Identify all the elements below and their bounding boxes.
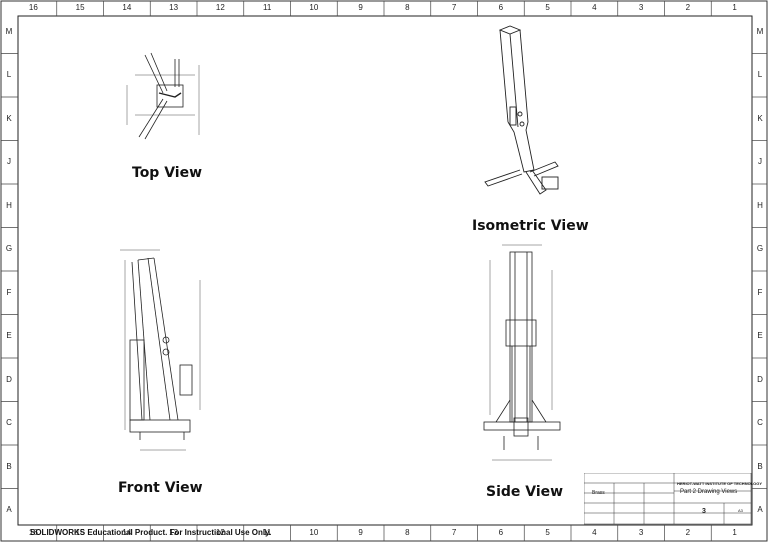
column-label-15: 15: [75, 528, 85, 537]
column-label-10: 10: [309, 3, 319, 12]
column-label-9: 9: [358, 3, 363, 12]
column-label-5: 5: [545, 528, 550, 537]
title-block-material: Brass: [592, 490, 605, 496]
column-label-1: 1: [732, 528, 737, 537]
row-label-G: G: [5, 244, 13, 254]
row-label-A: A: [6, 505, 12, 515]
column-label-9: 9: [358, 528, 363, 537]
column-label-12: 12: [215, 3, 225, 12]
row-label-C: C: [6, 418, 12, 428]
row-label-J: J: [758, 157, 762, 167]
column-label-14: 14: [122, 3, 132, 12]
row-label-D: D: [6, 374, 12, 384]
column-label-2: 2: [685, 528, 691, 537]
title-block-sheet-number: 3: [702, 508, 706, 515]
row-label-D: D: [757, 374, 763, 384]
row-label-L: L: [757, 70, 763, 80]
row-label-M: M: [756, 26, 764, 36]
title-block: [584, 473, 752, 525]
column-label-6: 6: [498, 528, 504, 537]
row-label-L: L: [6, 70, 12, 80]
side-view-drawing: [483, 244, 561, 461]
column-label-2: 2: [685, 3, 691, 12]
row-label-M: M: [5, 26, 13, 36]
column-label-6: 6: [498, 3, 504, 12]
column-label-16: 16: [28, 3, 38, 12]
row-label-C: C: [757, 418, 763, 428]
column-label-3: 3: [638, 528, 644, 537]
column-label-16: 16: [28, 528, 38, 537]
column-label-5: 5: [545, 3, 550, 12]
row-label-K: K: [757, 113, 763, 123]
side-view-title: Side View: [486, 484, 564, 500]
column-label-4: 4: [592, 3, 597, 12]
row-label-H: H: [757, 200, 763, 210]
column-label-8: 8: [405, 3, 410, 12]
column-label-11: 11: [262, 3, 272, 12]
column-label-13: 13: [169, 3, 179, 12]
column-label-10: 10: [309, 528, 319, 537]
column-label-11: 11: [262, 528, 272, 537]
column-label-3: 3: [638, 3, 644, 12]
top-view-drawing: [126, 52, 200, 140]
title-block-drawing-title: Part 2 Drawing Views: [680, 489, 738, 495]
column-label-4: 4: [592, 528, 597, 537]
row-label-F: F: [757, 287, 763, 297]
row-label-B: B: [6, 461, 12, 471]
column-label-12: 12: [215, 528, 225, 537]
row-label-E: E: [757, 331, 763, 341]
column-label-14: 14: [122, 528, 132, 537]
row-label-A: A: [757, 505, 763, 515]
top-view-title: Top View: [132, 165, 203, 181]
row-label-K: K: [6, 113, 12, 123]
title-block-institute: HERIOT-WATT INSTITUTE OF TECHNOLOGY: [677, 481, 763, 486]
row-label-B: B: [757, 461, 763, 471]
row-label-E: E: [6, 331, 12, 341]
front-view-title: Front View: [118, 480, 203, 496]
column-label-7: 7: [451, 3, 457, 12]
column-label-13: 13: [169, 528, 179, 537]
column-label-1: 1: [732, 3, 737, 12]
title-block-size: A3: [738, 508, 743, 513]
row-label-F: F: [6, 287, 12, 297]
column-label-8: 8: [405, 528, 410, 537]
isometric-view-drawing: [484, 25, 559, 195]
isometric-view-title: Isometric View: [472, 218, 589, 234]
row-label-H: H: [6, 200, 12, 210]
row-label-G: G: [756, 244, 764, 254]
column-label-7: 7: [451, 528, 457, 537]
column-label-15: 15: [75, 3, 85, 12]
front-view-drawing: [120, 249, 201, 451]
solidworks-watermark: SOLIDWORKS Educational Product. For Inst…: [30, 528, 272, 537]
row-label-J: J: [7, 157, 11, 167]
